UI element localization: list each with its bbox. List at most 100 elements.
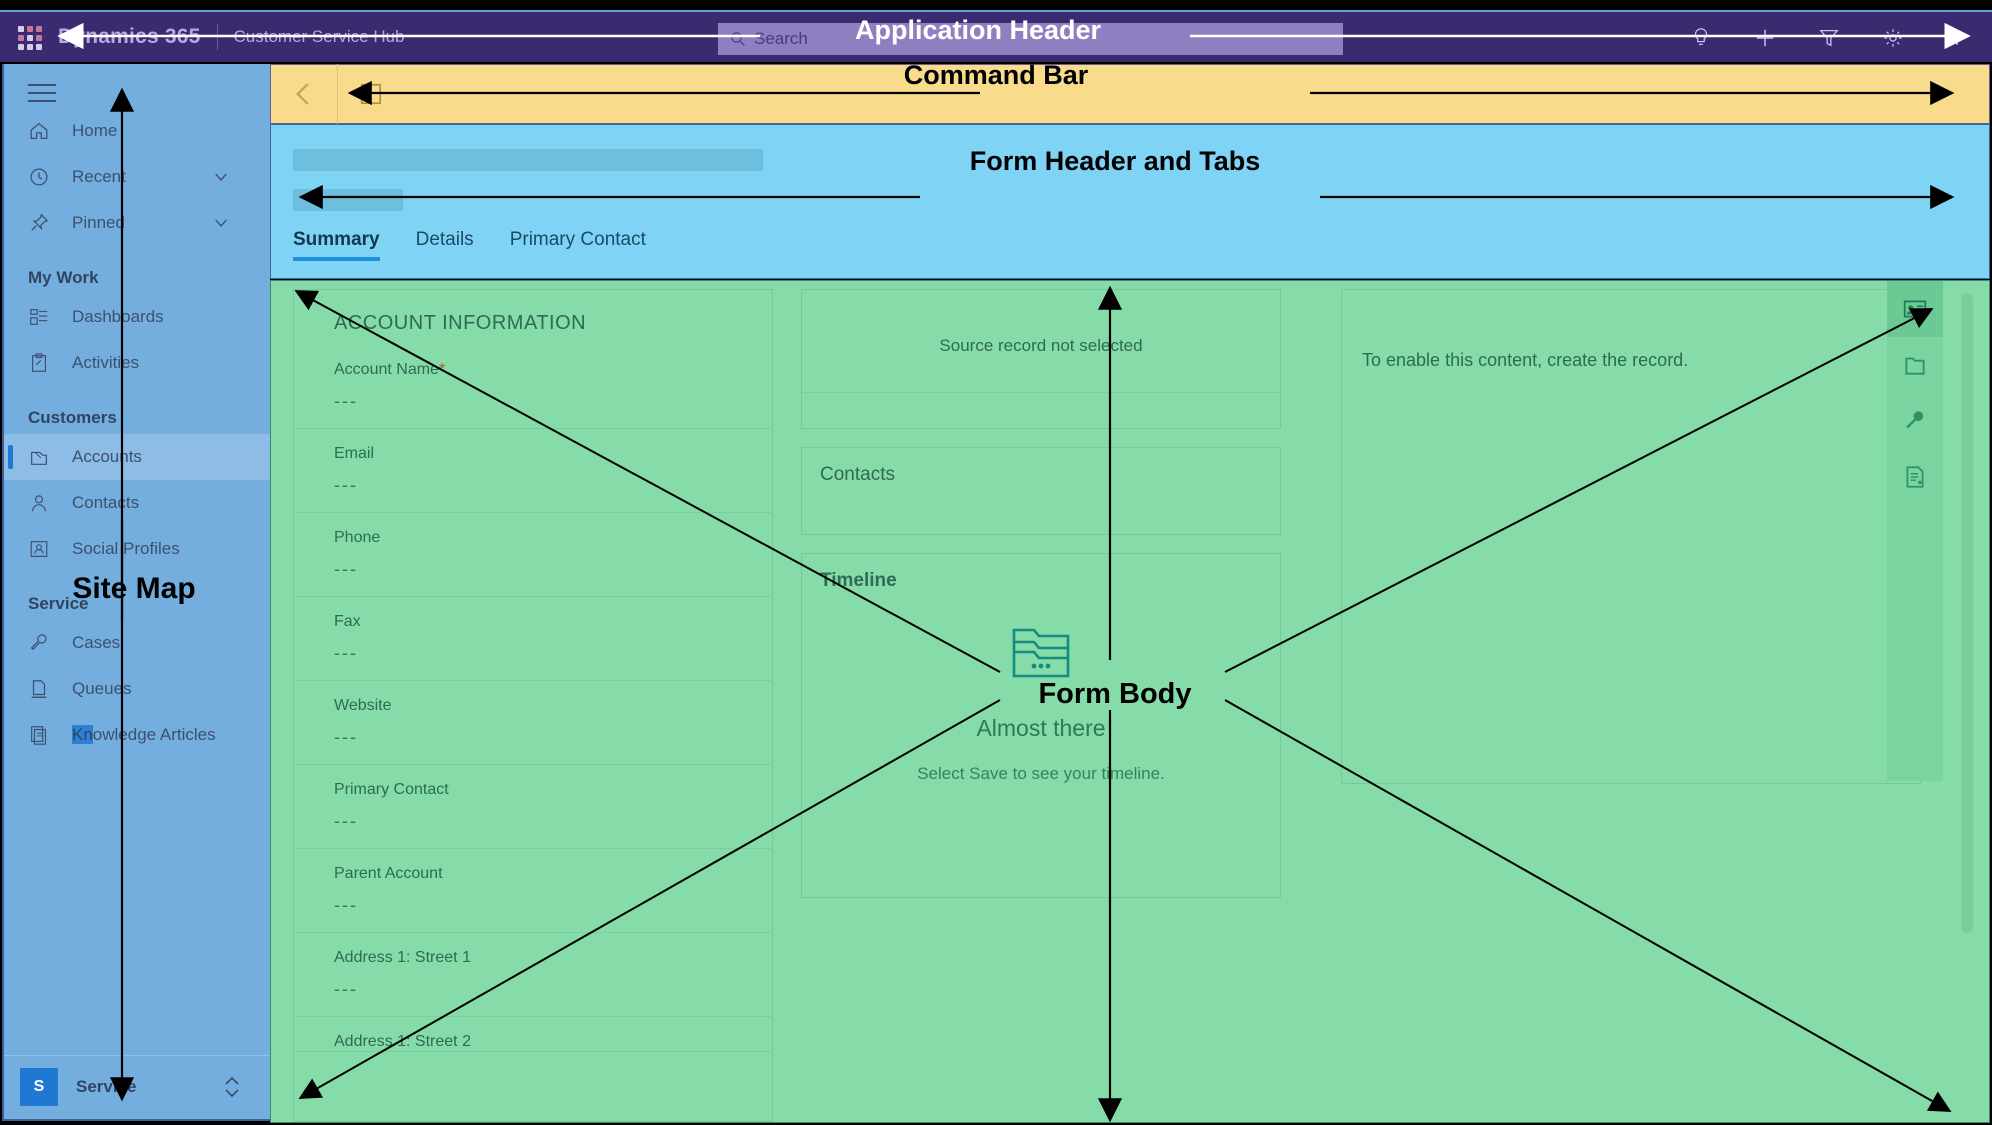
field-label: Parent Account <box>334 865 443 882</box>
timeline-empty-subtext: Select Save to see your timeline. <box>917 764 1165 783</box>
back-button[interactable] <box>271 79 337 109</box>
chevron-up-down-icon[interactable] <box>222 1074 242 1100</box>
app-name: Customer Service Hub <box>233 27 405 46</box>
sidebar-item-label: Knowledge Articles <box>72 725 216 745</box>
contact-card-icon <box>1903 300 1927 318</box>
help-icon[interactable] <box>1946 27 1968 49</box>
tab-primary-contact[interactable]: Primary Contact <box>509 229 646 250</box>
section-heading: ACCOUNT INFORMATION <box>334 312 587 334</box>
field-value: --- <box>334 643 358 663</box>
sidebar-item-label: Dashboards <box>72 307 164 326</box>
field-value: --- <box>334 811 358 831</box>
save-button[interactable] <box>338 81 404 107</box>
command-bar <box>270 64 1990 124</box>
gear-icon[interactable] <box>1882 27 1904 49</box>
command-bar-divider <box>337 64 338 124</box>
annotation-site-map: Site Map <box>72 572 196 605</box>
back-arrow-icon <box>296 83 309 105</box>
record-subtitle-placeholder <box>293 189 403 211</box>
annotation-form-body: Form Body <box>1038 678 1192 710</box>
site-map-sidebar: Home Recent Pinned My Work <box>2 64 270 1121</box>
app-badge: S <box>20 1067 58 1106</box>
queue-icon <box>31 680 47 698</box>
vertical-scrollbar[interactable] <box>1961 293 1973 1083</box>
sidebar-item-pinned[interactable]: Pinned <box>4 200 270 246</box>
plus-icon[interactable] <box>1754 27 1776 49</box>
field-website[interactable]: Website --- <box>294 681 772 765</box>
field-value: --- <box>334 979 358 999</box>
field-label: Fax <box>334 613 361 630</box>
source-record-card: Source record not selected <box>801 289 1281 429</box>
sidebar-item-label: Home <box>72 121 118 140</box>
sidebar-item-contacts[interactable]: Contacts <box>4 480 270 526</box>
activities-icon <box>31 353 47 372</box>
field-label: Address 1: Street 2 <box>334 1033 471 1050</box>
sidebar-item-recent[interactable]: Recent <box>4 154 270 200</box>
contacts-card-title: Contacts <box>820 464 895 485</box>
scrollbar-thumb[interactable] <box>1961 293 1973 933</box>
search-icon <box>731 32 745 46</box>
filter-icon[interactable] <box>1818 27 1840 49</box>
home-icon <box>30 122 48 139</box>
field-value: --- <box>334 895 358 915</box>
field-account-name[interactable]: Account Name* --- <box>294 345 772 429</box>
sidebar-item-label: Contacts <box>72 493 140 512</box>
rail-button-wrench[interactable] <box>1887 393 1943 449</box>
sidebar-item-label: Activities <box>72 353 140 372</box>
sidebar-group-my-work: My Work <box>28 268 99 287</box>
app-launcher-waffle-icon[interactable] <box>18 26 44 50</box>
field-address-street-1[interactable]: Address 1: Street 1 --- <box>294 933 772 1017</box>
sidebar-item-label-rest: owledge Articles <box>92 725 216 744</box>
sidebar-item-label: Accounts <box>72 447 142 466</box>
wrench-icon <box>30 634 47 651</box>
hamburger-menu-icon[interactable] <box>28 84 56 102</box>
sidebar-item-dashboards[interactable]: Dashboards <box>4 294 270 340</box>
folder-ellipsis-icon <box>1012 628 1070 678</box>
contact-icon <box>31 495 47 512</box>
annotation-application-header: Application Header <box>854 15 1102 45</box>
record-title-placeholder <box>293 149 763 171</box>
wrench-icon <box>1906 411 1924 429</box>
sidebar-item-accounts[interactable]: Accounts <box>4 434 270 480</box>
timeline-card-title: Timeline <box>820 570 897 591</box>
form-header: Summary Details Primary Contact <box>270 124 1990 279</box>
sidebar-item-home[interactable]: Home <box>4 108 270 154</box>
field-phone[interactable]: Phone --- <box>294 513 772 597</box>
chevron-down-icon[interactable] <box>212 214 230 232</box>
sidebar-app-switcher[interactable]: S Service <box>4 1055 270 1117</box>
search-placeholder: Search <box>754 29 808 48</box>
field-parent-account[interactable]: Parent Account --- <box>294 849 772 933</box>
field-label: Account Name <box>334 361 439 378</box>
right-column-message: To enable this content, create the recor… <box>1362 350 1689 370</box>
lightbulb-icon[interactable] <box>1690 27 1712 49</box>
rail-button-folder[interactable] <box>1887 337 1943 393</box>
rail-button-contact-card[interactable] <box>1887 281 1943 337</box>
field-email[interactable]: Email --- <box>294 429 772 513</box>
field-address-street-2[interactable]: Address 1: Street 2 <box>294 1017 772 1052</box>
search-input[interactable]: Search <box>718 23 1343 55</box>
required-asterisk: * <box>438 361 446 378</box>
brand-divider <box>216 24 218 50</box>
field-primary-contact[interactable]: Primary Contact --- <box>294 765 772 849</box>
header-icon-group <box>1690 12 1968 64</box>
rail-button-document[interactable] <box>1887 449 1943 505</box>
middle-column: Source record not selected Contacts Time… <box>801 289 1281 916</box>
sidebar-item-activities[interactable]: Activities <box>4 340 270 386</box>
sidebar-item-cases[interactable]: Cases <box>4 620 270 666</box>
account-icon <box>31 451 47 465</box>
tab-details[interactable]: Details <box>415 229 474 250</box>
sidebar-group-service: Service <box>28 594 89 613</box>
field-fax[interactable]: Fax --- <box>294 597 772 681</box>
field-value: --- <box>334 475 358 495</box>
annotation-command-bar: Command Bar <box>903 60 1089 90</box>
field-label: Phone <box>334 529 381 546</box>
field-value: --- <box>334 559 358 579</box>
chevron-down-icon[interactable] <box>212 168 230 186</box>
sidebar-item-knowledge-articles[interactable]: Knowledge Articles <box>4 712 270 758</box>
pin-icon <box>31 213 49 231</box>
sidebar-item-social-profiles[interactable]: Social Profiles <box>4 526 270 572</box>
article-icon <box>31 726 47 745</box>
contacts-card: Contacts <box>801 447 1281 535</box>
tab-summary[interactable]: Summary <box>293 229 380 261</box>
sidebar-item-queues[interactable]: Queues <box>4 666 270 712</box>
